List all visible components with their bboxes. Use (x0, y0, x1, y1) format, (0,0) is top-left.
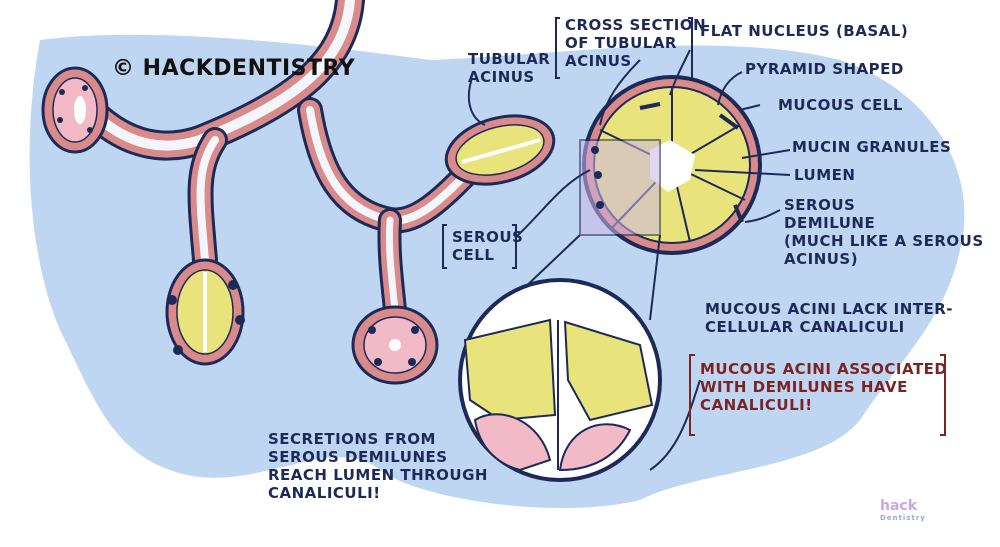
hack-dentistry-logo: hack Dentistry (880, 498, 926, 522)
acinus-top-left (41, 66, 109, 154)
label-mucous-cell: MUCOUS CELL (778, 96, 903, 114)
label-mucous-lack: MUCOUS ACINI LACK INTER- CELLULAR CANALI… (705, 300, 954, 336)
tubular-acinus (444, 114, 556, 186)
cross-section (579, 75, 762, 255)
acinus-left-lower (165, 258, 245, 366)
label-serous-demilune: SEROUS DEMILUNE (MUCH LIKE A SEROUS ACIN… (784, 196, 984, 268)
zoom-detail (458, 234, 662, 482)
label-mucous-associated: MUCOUS ACINI ASSOCIATED WITH DEMILUNES H… (700, 360, 948, 414)
leader-lines (467, 49, 791, 471)
label-tubular-acinus: TUBULAR ACINUS (468, 50, 551, 86)
logo-sub-text: Dentistry (880, 514, 926, 522)
duct-system (75, 0, 493, 322)
label-cross-section: CROSS SECTION OF TUBULAR ACINUS (565, 16, 707, 70)
label-flat-nucleus: FLAT NUCLEUS (BASAL) (700, 22, 909, 40)
red-bracket (689, 354, 946, 436)
label-serous-cell: SEROUS CELL (452, 228, 524, 264)
label-lumen: LUMEN (794, 166, 856, 184)
label-secretions: SECRETIONS FROM SEROUS DEMILUNES REACH L… (268, 430, 488, 502)
acinus-middle-lower (351, 305, 439, 385)
watermark-text: © HACKDENTISTRY (112, 56, 356, 81)
logo-main-text: hack (880, 498, 918, 514)
brackets (442, 17, 693, 269)
label-mucin-granules: MUCIN GRANULES (792, 138, 952, 156)
label-pyramid: PYRAMID SHAPED (745, 60, 904, 78)
